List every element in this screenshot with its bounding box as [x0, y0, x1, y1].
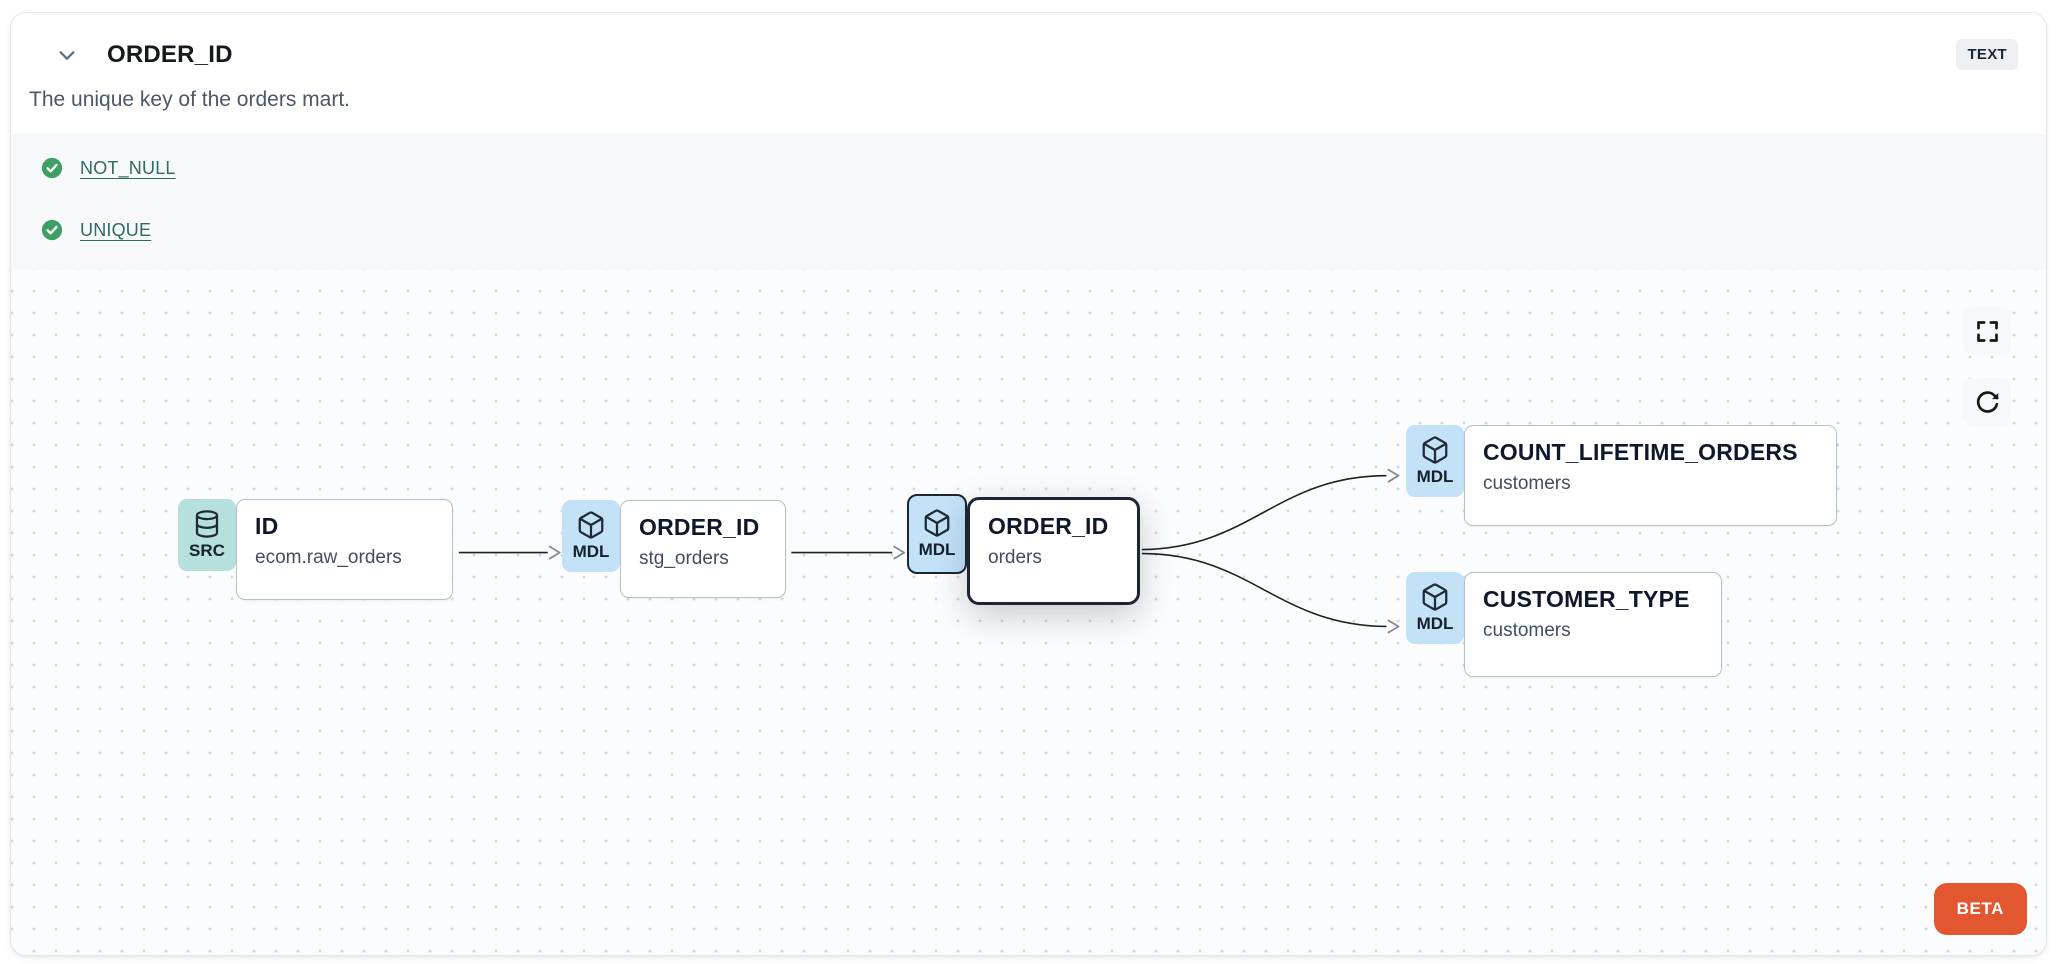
- node-badge-label: SRC: [189, 541, 225, 560]
- collapse-button[interactable]: [55, 43, 79, 67]
- edge-arrowhead: [1387, 468, 1400, 483]
- refresh-button[interactable]: [1963, 378, 2011, 426]
- beta-badge: BETA: [1933, 883, 2027, 935]
- edge: [1141, 474, 1387, 551]
- lineage-node-orders-selected[interactable]: MDL ORDER_ID orders: [907, 494, 1140, 605]
- node-badge-src: SRC: [178, 499, 236, 571]
- node-card: ID ecom.raw_orders: [236, 499, 453, 600]
- node-title: ORDER_ID: [988, 513, 1109, 539]
- lineage-canvas[interactable]: SRC ID ecom.raw_orders MDL ORDER_ID stg_…: [11, 270, 2046, 955]
- fullscreen-button[interactable]: [1963, 307, 2011, 355]
- node-badge-label: MDL: [572, 542, 610, 561]
- test-link-not-null[interactable]: NOT_NULL: [80, 157, 176, 178]
- node-subtitle: orders: [988, 547, 1042, 568]
- node-card: CUSTOMER_TYPE customers: [1464, 572, 1722, 677]
- test-row: NOT_NULL: [41, 157, 2018, 179]
- node-subtitle: stg_orders: [639, 548, 729, 569]
- cube-icon: [1422, 436, 1448, 464]
- node-title: ID: [255, 513, 279, 539]
- column-description: The unique key of the orders mart.: [29, 88, 350, 111]
- node-subtitle: ecom.raw_orders: [255, 547, 402, 568]
- node-title: COUNT_LIFETIME_ORDERS: [1483, 439, 1798, 465]
- column-title: ORDER_ID: [107, 40, 233, 68]
- edge-arrowhead: [1387, 619, 1400, 634]
- test-link-unique[interactable]: UNIQUE: [80, 219, 152, 240]
- node-title: CUSTOMER_TYPE: [1483, 586, 1690, 612]
- panel-header: ORDER_ID TEXT The unique key of the orde…: [11, 13, 2046, 134]
- column-details-panel: ORDER_ID TEXT The unique key of the orde…: [10, 12, 2047, 956]
- chevron-down-icon: [59, 50, 75, 60]
- tests-section: NOT_NULL UNIQUE: [11, 134, 2046, 270]
- node-badge-label: MDL: [1416, 467, 1454, 486]
- check-circle-icon: [41, 157, 63, 179]
- cube-icon: [1422, 583, 1448, 611]
- lineage-node-count-lifetime-orders[interactable]: MDL COUNT_LIFETIME_ORDERS customers: [1406, 425, 1837, 526]
- node-card: COUNT_LIFETIME_ORDERS customers: [1464, 425, 1837, 526]
- test-row: UNIQUE: [41, 219, 2018, 241]
- edge-arrowhead: [548, 545, 561, 560]
- node-title: ORDER_ID: [639, 514, 760, 540]
- cube-icon: [924, 509, 950, 537]
- lineage-node-customer-type[interactable]: MDL CUSTOMER_TYPE customers: [1406, 572, 1722, 677]
- node-card: ORDER_ID stg_orders: [620, 500, 786, 598]
- lineage-node-stg-orders[interactable]: MDL ORDER_ID stg_orders: [562, 500, 786, 598]
- node-badge-label: MDL: [918, 540, 956, 559]
- node-badge-label: MDL: [1416, 614, 1454, 633]
- node-subtitle: customers: [1483, 620, 1571, 641]
- database-icon: [195, 510, 219, 538]
- check-circle-icon: [41, 219, 63, 241]
- edge: [1141, 552, 1387, 628]
- node-subtitle: customers: [1483, 473, 1571, 494]
- node-badge-mdl: MDL: [907, 494, 967, 574]
- type-badge: TEXT: [1956, 39, 2018, 70]
- lineage-node-source-id[interactable]: SRC ID ecom.raw_orders: [178, 499, 453, 600]
- cube-icon: [578, 511, 604, 539]
- edge-arrowhead: [893, 545, 906, 560]
- refresh-icon: [1976, 390, 1999, 413]
- node-badge-mdl: MDL: [562, 500, 620, 572]
- fullscreen-icon: [1976, 320, 1998, 342]
- node-badge-mdl: MDL: [1406, 572, 1464, 644]
- lineage-edges: [458, 468, 1400, 634]
- node-badge-mdl: MDL: [1406, 425, 1464, 497]
- node-card: ORDER_ID orders: [967, 497, 1140, 605]
